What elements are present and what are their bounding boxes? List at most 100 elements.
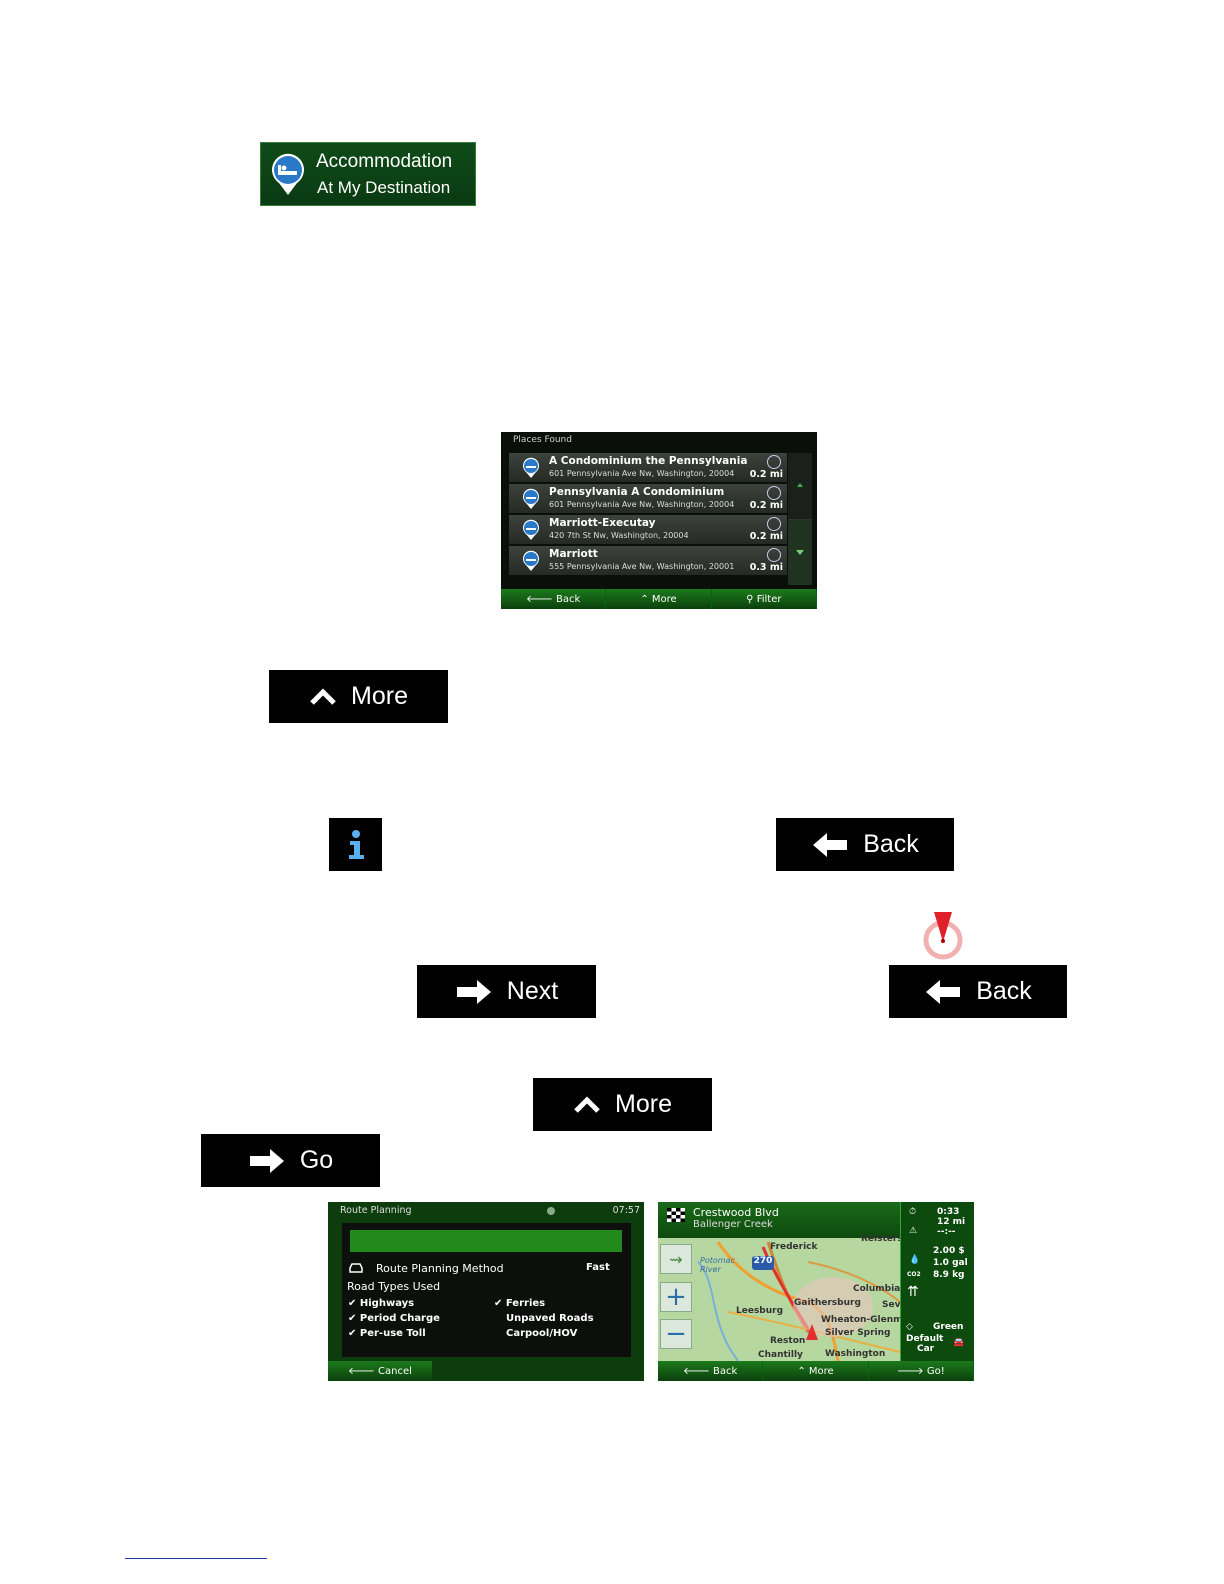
filter-label: Filter: [756, 593, 782, 605]
place-label: Reisterst: [861, 1234, 907, 1244]
filter-button[interactable]: ⚲ Filter: [711, 589, 817, 609]
fuel-drop-icon: 💧: [909, 1255, 921, 1265]
back-button-large-2[interactable]: Back: [889, 965, 1067, 1018]
back-arrow-icon: 🡐: [683, 1366, 714, 1377]
place-label: Leesburg: [736, 1306, 784, 1316]
place-name: A Condominium the Pennsylvania: [549, 455, 748, 467]
road-type-option[interactable]: Unpaved Roads: [494, 1313, 594, 1324]
back-button[interactable]: 🡐 Back: [501, 589, 607, 609]
checkered-flag-icon: [667, 1208, 685, 1222]
route-mode[interactable]: Green: [933, 1322, 964, 1332]
road-type-label: Unpaved Roads: [506, 1313, 594, 1324]
warning-icon: ⚠: [909, 1226, 918, 1236]
trip-eta: --:--: [937, 1227, 956, 1237]
chevron-up-icon: ⌃: [797, 1365, 809, 1377]
route-preview-button[interactable]: ⇝: [660, 1244, 692, 1274]
next-arrow-icon: [456, 979, 491, 1004]
place-label: Washington: [825, 1349, 886, 1359]
clock: 07:57: [612, 1205, 640, 1216]
back-button[interactable]: 🡐 Back: [658, 1361, 764, 1381]
trip-fuel: 1.0 gal: [933, 1258, 968, 1268]
next-label: Next: [506, 977, 559, 1005]
zoom-in-button[interactable]: +: [660, 1282, 692, 1312]
map-pin-icon: [923, 912, 963, 960]
area-name: Ballenger Creek: [693, 1219, 773, 1230]
accommodation-pin-icon: [523, 457, 539, 478]
place-label: Silver Spring: [825, 1328, 891, 1338]
road-type-option[interactable]: ✔ Period Charge: [348, 1313, 440, 1324]
back-label: Back: [863, 830, 919, 858]
road-type-label: Ferries: [505, 1298, 546, 1309]
list-scrollbar[interactable]: [788, 453, 812, 585]
places-list: A Condominium the Pennsylvania 601 Pennsy…: [509, 453, 787, 577]
chevron-up-icon: ⌃: [640, 593, 652, 605]
minus-icon: −: [665, 1319, 687, 1349]
more-button-large[interactable]: More: [269, 670, 448, 723]
destination-label: At My Destination: [317, 178, 451, 197]
go-label: Go!: [926, 1365, 945, 1377]
vehicle-profile[interactable]: Default: [906, 1334, 944, 1344]
zoom-out-button[interactable]: −: [660, 1319, 692, 1349]
scroll-up-icon: [797, 483, 803, 487]
method-value[interactable]: Fast: [586, 1262, 610, 1273]
cancel-button[interactable]: 🡐 Cancel: [328, 1361, 432, 1381]
go-arrow-icon: 🡒: [896, 1366, 927, 1377]
accommodation-at-destination-button[interactable]: Accommodation At My Destination: [260, 142, 476, 206]
road-type-option[interactable]: ✔ Ferries: [494, 1298, 545, 1309]
gps-icon: [547, 1207, 555, 1215]
place-distance: 0.2 mi: [749, 531, 783, 542]
more-button[interactable]: ⌃ More: [763, 1361, 869, 1381]
trip-distance: 12 mi: [937, 1217, 966, 1227]
back-button-large[interactable]: Back: [776, 818, 954, 871]
route-planning-screen: Route Planning 07:57 Route Planning Meth…: [328, 1202, 644, 1381]
direction-icon: [767, 455, 781, 469]
vehicle-type[interactable]: Car: [917, 1344, 935, 1354]
road-type-option[interactable]: ✔ Highways: [348, 1298, 414, 1309]
go-button[interactable]: Go: [201, 1134, 380, 1187]
place-label: Sev: [882, 1300, 901, 1310]
route-map-screen: Crestwood Blvd Ballenger Creek Frederick…: [658, 1202, 974, 1381]
more-button[interactable]: ⌃ More: [606, 589, 712, 609]
place-label: Wheaton-Glenmo: [821, 1315, 909, 1325]
street-header: Crestwood Blvd Ballenger Creek: [658, 1202, 900, 1238]
next-button[interactable]: Next: [417, 965, 596, 1018]
back-label: Back: [713, 1365, 738, 1377]
more-label: More: [351, 682, 408, 710]
checkmark-icon: ✔: [348, 1313, 360, 1324]
place-distance: 0.2 mi: [749, 500, 783, 511]
place-address: 601 Pennsylvania Ave Nw, Washington, 200…: [549, 469, 735, 478]
checkmark-icon: ✔: [348, 1298, 360, 1309]
road-type-option[interactable]: Carpool/HOV: [494, 1328, 577, 1339]
progress-bar: [350, 1230, 622, 1252]
accommodation-pin-icon: [272, 153, 304, 195]
scroll-down-button[interactable]: [788, 520, 812, 585]
car-icon: [349, 1263, 363, 1273]
screen-title: Route Planning: [340, 1205, 412, 1216]
more-label: More: [615, 1090, 672, 1118]
route-icon: ⇝: [669, 1249, 683, 1269]
more-button-large-2[interactable]: More: [533, 1078, 712, 1131]
place-address: 555 Pennsylvania Ave Nw, Washington, 200…: [549, 562, 735, 571]
map-footer: 🡐 Back ⌃ More 🡒 Go!: [658, 1361, 974, 1381]
direction-icon: [767, 548, 781, 562]
scroll-up-button[interactable]: [788, 453, 812, 520]
go-button[interactable]: 🡒 Go!: [868, 1361, 974, 1381]
info-button[interactable]: [329, 818, 382, 871]
road-type-option[interactable]: ✔ Per-use Toll: [348, 1328, 426, 1339]
direction-icon: [767, 486, 781, 500]
place-distance: 0.3 mi: [749, 562, 783, 573]
clock-icon: ⏱: [909, 1207, 917, 1217]
place-label: Reston: [770, 1336, 806, 1346]
road-type-label: Carpool/HOV: [506, 1328, 578, 1339]
method-label: Route Planning Method: [376, 1262, 504, 1275]
place-label: Potomac River: [700, 1256, 735, 1274]
accommodation-pin-icon: [523, 488, 539, 509]
place-label: Frederick: [770, 1242, 818, 1252]
place-list-item[interactable]: A Condominium the Pennsylvania 601 Pennsy…: [509, 453, 787, 482]
places-found-screen: Places Found A Condominium the Pennsylva…: [501, 432, 817, 609]
direction-icon: [767, 517, 781, 531]
road-type-label: Per-use Toll: [359, 1328, 426, 1339]
